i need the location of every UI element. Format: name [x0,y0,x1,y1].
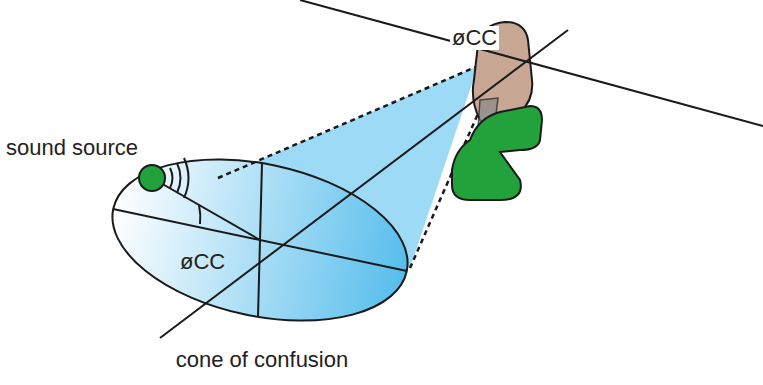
cone-base [97,134,422,345]
cone-axis [160,30,568,338]
interaural-axis [300,0,763,126]
sound-wave [177,163,181,193]
cone-edge [218,66,478,178]
sound-source [139,165,165,191]
angle-label: øCC [178,250,227,274]
caption-label: cone of confusion [174,348,350,372]
angle-arc [199,205,200,224]
angle-label: øCC [450,26,499,50]
sound-wave [170,168,173,188]
source-label: sound source [4,136,140,160]
source-radius [152,178,260,240]
body [452,106,542,200]
sound-wave [184,158,189,198]
